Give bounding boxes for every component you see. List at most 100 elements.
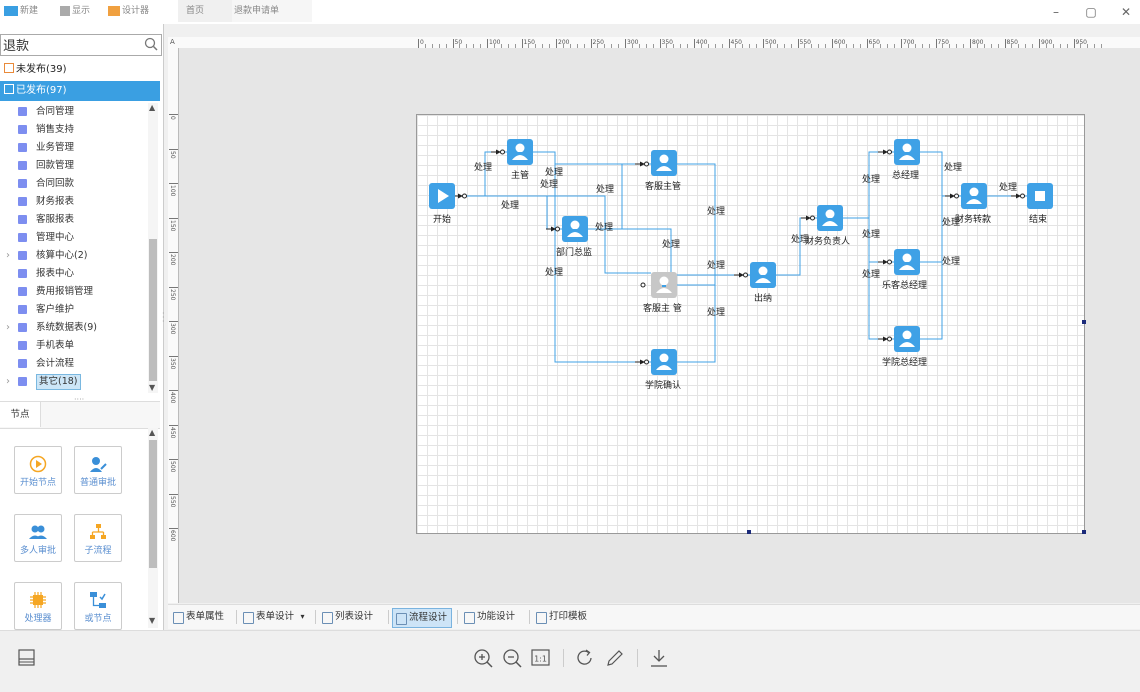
tree-item[interactable]: ›核算中心(2) bbox=[0, 247, 146, 265]
ruler-minor-tick bbox=[990, 44, 992, 48]
tree-item[interactable]: 手机表单 bbox=[0, 337, 146, 355]
close-icon[interactable]: ✕ bbox=[1120, 5, 1132, 19]
user-icon bbox=[507, 139, 533, 165]
processor-button[interactable]: 处理器 bbox=[14, 582, 62, 630]
tree-item[interactable]: ›其它(18) bbox=[0, 373, 146, 391]
palette-scroll-down-icon[interactable]: ▼ bbox=[149, 616, 156, 625]
tree-item[interactable]: ›系统数据表(9) bbox=[0, 319, 146, 337]
tab-new[interactable]: 新建 bbox=[4, 0, 52, 22]
tree-item[interactable]: 业务管理 bbox=[0, 139, 146, 157]
ruler-tick bbox=[169, 321, 178, 322]
flow-edge[interactable] bbox=[677, 274, 750, 363]
rotate-icon[interactable] bbox=[574, 647, 596, 669]
resize-handle-bottom[interactable] bbox=[747, 530, 751, 534]
layout-icon[interactable] bbox=[16, 647, 38, 669]
ruler-label: 400 bbox=[169, 392, 176, 404]
edit-pen-icon[interactable] bbox=[604, 647, 626, 669]
tab-form-design[interactable]: 表单设计 ▾ bbox=[240, 608, 309, 626]
tab-refund-form[interactable]: 退款申请单 bbox=[232, 0, 312, 22]
tab-function-design[interactable]: 功能设计 bbox=[461, 608, 519, 626]
group-published[interactable]: 已发布(97) bbox=[0, 81, 160, 101]
zoom-in-icon[interactable] bbox=[472, 647, 494, 669]
tree-item[interactable]: 会计流程 bbox=[0, 355, 146, 373]
flow-edge[interactable] bbox=[455, 195, 651, 274]
tree-item[interactable]: 合同管理 bbox=[0, 103, 146, 121]
tab-label: 功能设计 bbox=[477, 611, 516, 622]
search-icon[interactable] bbox=[144, 37, 158, 51]
ruler-minor-tick bbox=[783, 44, 785, 48]
ruler-tick bbox=[418, 39, 419, 48]
group-unpublished[interactable]: 未发布(39) bbox=[0, 60, 160, 80]
search-input[interactable] bbox=[3, 36, 139, 52]
tree-item[interactable]: 销售支持 bbox=[0, 121, 146, 139]
ruler-label: 350 bbox=[169, 357, 176, 369]
scroll-up-icon[interactable]: ▲ bbox=[149, 103, 156, 112]
nodes-palette: 开始节点普通审批多人审批 子流程处理器或节点 bbox=[0, 428, 148, 630]
tab-flow-design[interactable]: 流程设计 bbox=[392, 608, 453, 628]
start-node-button[interactable]: 开始节点 bbox=[14, 446, 62, 494]
multi-approval-button[interactable]: 多人审批 bbox=[14, 514, 62, 562]
ruler-minor-tick bbox=[473, 44, 475, 48]
dropdown-arrow-icon[interactable]: ▾ bbox=[298, 612, 305, 621]
flow-canvas[interactable]: 开始主管客服主管部门总监客服主 管学院确认出纳财务负责人总经理乐客总经理学院总经… bbox=[416, 114, 1085, 534]
flow-edge[interactable] bbox=[920, 196, 943, 263]
tree-scrollbar[interactable]: ▲ ▼ bbox=[148, 103, 158, 393]
flow-edge[interactable] bbox=[920, 196, 943, 340]
tree-scroll-thumb[interactable] bbox=[149, 239, 157, 381]
normal-approval-button[interactable]: 普通审批 bbox=[74, 446, 122, 494]
splitter-grip-vertical[interactable]: ··· bbox=[162, 309, 165, 326]
palette-scroll-up-icon[interactable]: ▲ bbox=[149, 428, 156, 437]
tree-item[interactable]: 费用报销管理 bbox=[0, 283, 146, 301]
expand-arrow-icon[interactable]: › bbox=[6, 250, 10, 261]
maximize-icon[interactable]: ▢ bbox=[1085, 5, 1097, 19]
scroll-down-icon[interactable]: ▼ bbox=[149, 383, 156, 392]
flow-edge[interactable] bbox=[843, 151, 894, 219]
flow-node-label: 财务转款 bbox=[955, 215, 992, 225]
search-box bbox=[0, 34, 162, 56]
ruler-minor-tick bbox=[480, 44, 482, 48]
resize-handle-corner[interactable] bbox=[1082, 530, 1086, 534]
tree-item[interactable]: 报表中心 bbox=[0, 265, 146, 283]
flow-edge[interactable] bbox=[588, 228, 750, 276]
tree-item[interactable]: 客服报表 bbox=[0, 211, 146, 229]
ruler-tick bbox=[169, 424, 178, 426]
tree-item[interactable]: 回款管理 bbox=[0, 157, 146, 175]
edge-arrow-marker bbox=[635, 161, 649, 167]
tree-item-label: 客服报表 bbox=[36, 214, 75, 225]
ruler-tick bbox=[169, 493, 178, 495]
expand-arrow-icon[interactable]: › bbox=[6, 376, 10, 387]
palette-button-label: 多人审批 bbox=[19, 546, 56, 556]
subflow-button[interactable]: 子流程 bbox=[74, 514, 122, 562]
palette-scrollbar[interactable]: ▲ ▼ bbox=[148, 428, 158, 628]
tree-item[interactable]: 客户维护 bbox=[0, 301, 146, 319]
resize-handle-right[interactable] bbox=[1082, 320, 1086, 324]
palette-scroll-thumb[interactable] bbox=[149, 440, 157, 568]
tab-print-template[interactable]: 打印模板 bbox=[533, 608, 591, 626]
download-icon[interactable] bbox=[648, 647, 670, 669]
ruler-label: 150 bbox=[523, 39, 535, 46]
flow-edge[interactable] bbox=[920, 151, 961, 197]
tree-item[interactable]: 管理中心 bbox=[0, 229, 146, 247]
tab-form-properties[interactable]: 表单属性 bbox=[170, 608, 228, 626]
or-node-button[interactable]: 或节点 bbox=[74, 582, 122, 630]
ruler-minor-tick bbox=[631, 44, 633, 48]
minimize-icon[interactable]: – bbox=[1053, 5, 1059, 19]
form-icon bbox=[18, 359, 27, 368]
edge-label: 处理 bbox=[862, 270, 881, 280]
tree-item[interactable]: 合同回款 bbox=[0, 175, 146, 193]
tab-show[interactable]: 显示 bbox=[60, 0, 100, 22]
flow-edge[interactable] bbox=[868, 218, 894, 263]
flow-edge[interactable] bbox=[455, 151, 507, 197]
expand-arrow-icon[interactable]: › bbox=[6, 322, 10, 333]
tab-nodes[interactable]: 节点 bbox=[0, 402, 41, 427]
tab-home[interactable]: 首页 bbox=[178, 0, 236, 22]
actual-size-icon[interactable]: 1:1 bbox=[530, 647, 552, 669]
tab-designer[interactable]: 设计器 bbox=[108, 0, 158, 22]
ruler-label: 700 bbox=[903, 39, 915, 46]
splitter-grip[interactable]: ···· bbox=[74, 395, 85, 404]
tree-item[interactable]: 财务报表 bbox=[0, 193, 146, 211]
flow-edge[interactable] bbox=[533, 151, 651, 165]
tab-list-design[interactable]: 列表设计 bbox=[319, 608, 377, 626]
zoom-out-icon[interactable] bbox=[501, 647, 523, 669]
user-icon bbox=[651, 150, 677, 176]
